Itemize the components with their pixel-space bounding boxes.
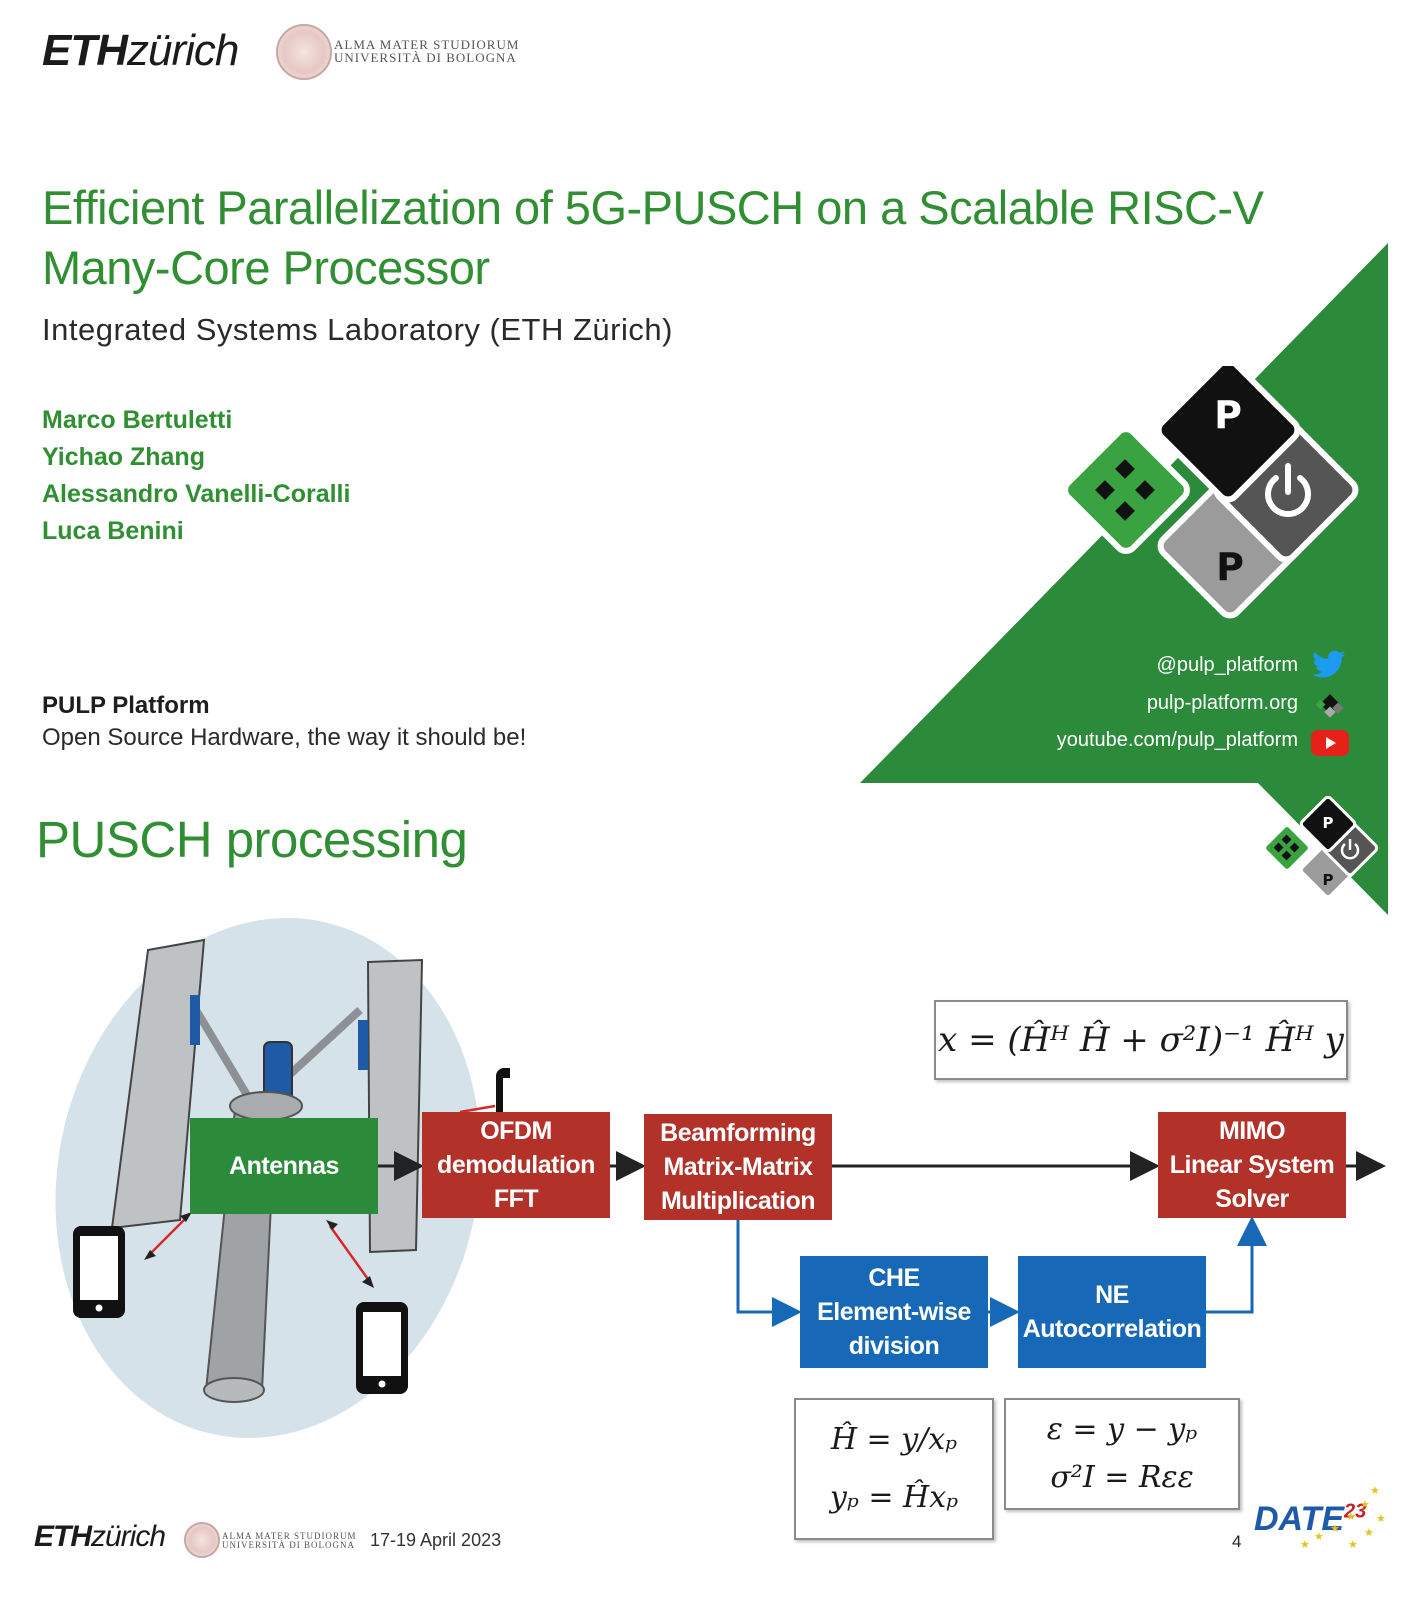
svg-text:★: ★ [1330, 1522, 1340, 1535]
affiliation: Integrated Systems Laboratory (ETH Züric… [42, 312, 673, 347]
flow-arrows [378, 1151, 1386, 1327]
power-icon [1265, 463, 1311, 517]
ofdm-block: OFDM demodulation FFT [422, 1112, 610, 1218]
phone-icon [356, 1302, 408, 1394]
twitter-icon[interactable] [1312, 650, 1346, 678]
youtube-icon[interactable] [1310, 728, 1350, 758]
mimo-solver-block: MIMO Linear System Solver [1158, 1112, 1346, 1218]
svg-text:★: ★ [1364, 1526, 1374, 1539]
pulp-puzzle-logo: P P [1062, 366, 1359, 619]
pulp-icon[interactable] [1314, 688, 1346, 720]
beamforming-block: Beamforming Matrix-Matrix Multiplication [644, 1114, 832, 1220]
mmse-equation: x = (Ĥᴴ Ĥ + σ²I)⁻¹ Ĥᴴ y [934, 1000, 1348, 1080]
svg-text:P: P [1323, 871, 1334, 889]
base-station-illustration [55, 918, 510, 1438]
phone-icon [73, 1226, 125, 1318]
diamond-pattern-icon [1095, 459, 1155, 521]
che-equations: Ĥ = y/xₚ yₚ = Ĥxₚ [794, 1398, 994, 1540]
ne-block: NE Autocorrelation [1018, 1256, 1206, 1368]
svg-text:★: ★ [1360, 1498, 1370, 1511]
author-name: Luca Benini [42, 517, 184, 545]
slide-heading: PUSCH processing [36, 811, 468, 868]
ne-equations: ε = y − yₚ σ²I = Rεε [1004, 1398, 1240, 1510]
svg-text:P: P [1323, 814, 1334, 832]
logo-letter: P [1214, 393, 1242, 437]
unibo-seal-icon [276, 24, 332, 80]
che-block: CHE Element-wise division [800, 1256, 988, 1368]
eth-zurich-logo: ETHzürich [42, 26, 239, 75]
platform-name: PULP Platform [42, 692, 210, 719]
footer-unibo-seal-icon [184, 1522, 220, 1558]
svg-text:★: ★ [1348, 1538, 1358, 1551]
author-name: Marco Bertuletti [42, 406, 233, 434]
unibo-logo-text: ALMA MATER STUDIORUM UNIVERSITÀ DI BOLOG… [334, 37, 520, 65]
twitter-handle[interactable]: @pulp_platform [1156, 654, 1298, 676]
stars-arc-icon: ★★★ ★★★ ★★★ [1300, 1484, 1386, 1551]
author-list: Marco Bertuletti Yichao Zhang Alessandro… [42, 402, 350, 550]
author-name: Yichao Zhang [42, 443, 205, 471]
svg-text:★: ★ [1300, 1538, 1310, 1551]
svg-text:★: ★ [1370, 1484, 1380, 1497]
author-name: Alessandro Vanelli-Coralli [42, 480, 351, 508]
antennas-block: Antennas [190, 1118, 378, 1214]
platform-tagline: Open Source Hardware, the way it should … [42, 724, 527, 751]
svg-text:★: ★ [1314, 1530, 1324, 1543]
website-link[interactable]: pulp-platform.org [1146, 692, 1298, 714]
svg-text:★: ★ [1346, 1510, 1356, 1523]
date-conference-logo: DATE23 [1254, 1500, 1367, 1538]
logo-letter: P [1216, 545, 1244, 589]
svg-text:★: ★ [1376, 1512, 1386, 1525]
presentation-title: Efficient Parallelization of 5G-PUSCH on… [42, 181, 1264, 294]
page-number: 4 [1232, 1532, 1242, 1551]
footer-date: 17-19 April 2023 [370, 1530, 502, 1550]
footer-unibo-text: ALMA MATER STUDIORUM UNIVERSITÀ DI BOLOG… [222, 1531, 357, 1550]
footer-eth-logo: ETHzürich [34, 1520, 166, 1553]
youtube-link[interactable]: youtube.com/pulp_platform [1056, 729, 1298, 751]
pulp-logo-small-icon: P P [1263, 796, 1379, 899]
